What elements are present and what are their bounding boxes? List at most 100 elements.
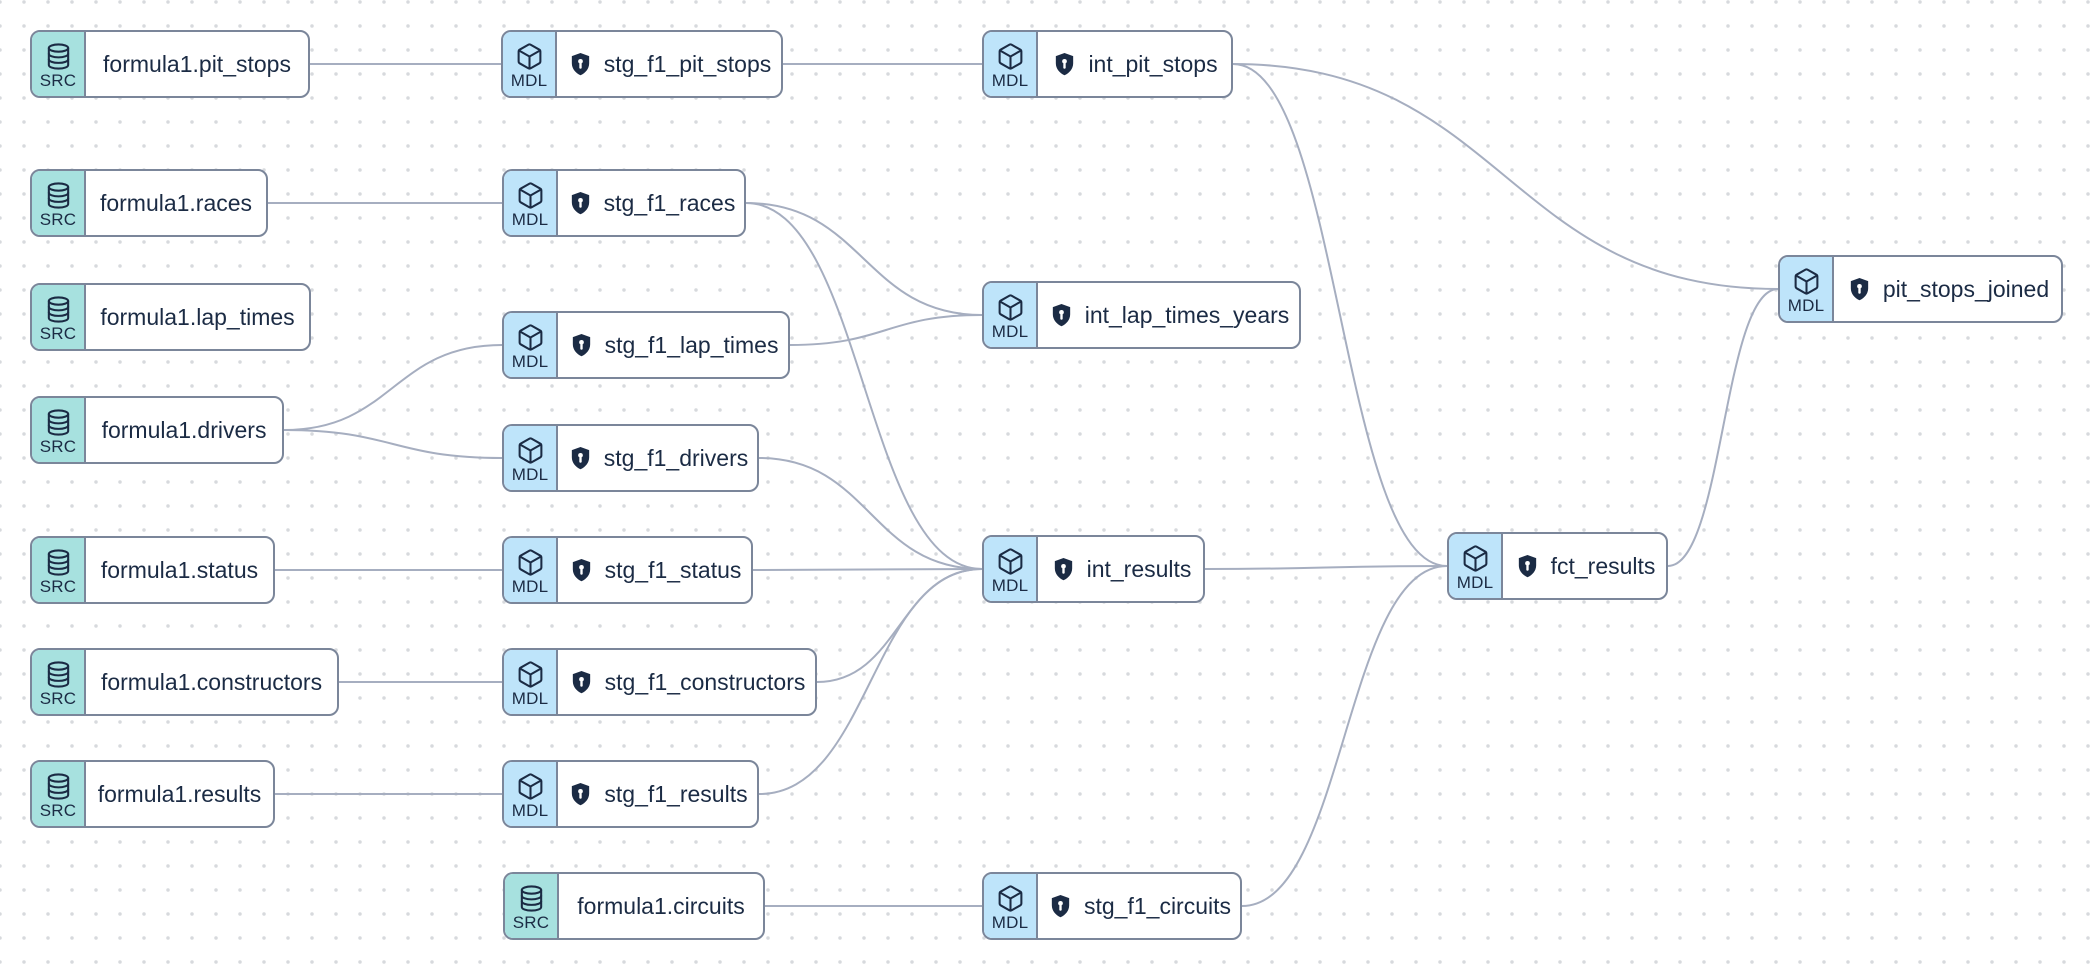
node-type-badge: SRC: [32, 285, 86, 349]
cube-icon: [1792, 267, 1821, 296]
edge-int_pit_stops-to-fct_results: [1232, 63, 1448, 567]
node-type-label: MDL: [511, 576, 549, 596]
node-body: stg_f1_circuits: [1038, 874, 1240, 938]
node-body: formula1.lap_times: [86, 285, 309, 349]
node-formula1.circuits[interactable]: SRC formula1.circuits: [503, 872, 765, 940]
shield-icon: [568, 332, 595, 359]
node-type-label: MDL: [991, 321, 1029, 341]
edge-stg_f1_lap_times-to-int_lap_times_years: [789, 314, 983, 346]
node-formula1.races[interactable]: SRC formula1.races: [30, 169, 268, 237]
shield-icon: [1047, 893, 1074, 920]
edge-stg_f1_races-to-int_lap_times_years: [745, 202, 983, 316]
database-icon: [44, 295, 73, 324]
node-type-label: SRC: [39, 688, 77, 708]
node-fct_results[interactable]: MDL fct_results: [1447, 532, 1668, 600]
node-type-label: MDL: [1787, 295, 1825, 315]
edge-stg_f1_circuits-to-fct_results: [1241, 565, 1448, 907]
node-type-badge: MDL: [984, 537, 1038, 601]
node-stg_f1_pit_stops[interactable]: MDL stg_f1_pit_stops: [501, 30, 783, 98]
node-body: formula1.circuits: [559, 874, 763, 938]
shield-icon: [1846, 276, 1873, 303]
node-body: stg_f1_results: [558, 762, 757, 826]
node-body: stg_f1_drivers: [558, 426, 757, 490]
node-type-badge: MDL: [1449, 534, 1503, 598]
shield-icon: [1048, 302, 1075, 329]
cube-icon: [516, 181, 545, 210]
cube-icon: [515, 42, 544, 71]
node-stg_f1_constructors[interactable]: MDL stg_f1_constructors: [502, 648, 817, 716]
node-label: formula1.drivers: [101, 416, 267, 443]
node-type-label: MDL: [991, 575, 1029, 595]
edge-stg_f1_races-to-int_results: [745, 202, 983, 570]
node-pit_stops_joined[interactable]: MDL pit_stops_joined: [1778, 255, 2063, 323]
edge-fct_results-to-pit_stops_joined: [1667, 288, 1779, 567]
node-label: formula1.status: [100, 556, 259, 583]
node-int_lap_times_years[interactable]: MDL int_lap_times_years: [982, 281, 1301, 349]
node-body: stg_f1_pit_stops: [557, 32, 781, 96]
node-body: stg_f1_lap_times: [558, 313, 788, 377]
node-type-badge: MDL: [503, 32, 557, 96]
node-formula1.drivers[interactable]: SRC formula1.drivers: [30, 396, 284, 464]
node-type-label: MDL: [510, 70, 548, 90]
node-body: formula1.results: [86, 762, 273, 826]
node-int_results[interactable]: MDL int_results: [982, 535, 1205, 603]
node-formula1.constructors[interactable]: SRC formula1.constructors: [30, 648, 339, 716]
node-label: stg_f1_circuits: [1084, 892, 1232, 919]
node-body: int_results: [1038, 537, 1203, 601]
node-type-label: SRC: [39, 576, 77, 596]
cube-icon: [516, 436, 545, 465]
node-stg_f1_circuits[interactable]: MDL stg_f1_circuits: [982, 872, 1242, 940]
node-type-label: SRC: [39, 70, 77, 90]
node-int_pit_stops[interactable]: MDL int_pit_stops: [982, 30, 1233, 98]
node-type-label: MDL: [991, 70, 1029, 90]
node-formula1.status[interactable]: SRC formula1.status: [30, 536, 275, 604]
node-type-label: MDL: [511, 688, 549, 708]
cube-icon: [1461, 544, 1490, 573]
node-type-label: SRC: [39, 800, 77, 820]
cube-icon: [516, 548, 545, 577]
node-body: formula1.constructors: [86, 650, 337, 714]
node-label: int_results: [1086, 555, 1192, 582]
node-body: formula1.drivers: [86, 398, 282, 462]
node-stg_f1_results[interactable]: MDL stg_f1_results: [502, 760, 759, 828]
edge-stg_f1_drivers-to-int_results: [758, 457, 983, 570]
node-stg_f1_status[interactable]: MDL stg_f1_status: [502, 536, 753, 604]
node-type-badge: SRC: [32, 32, 86, 96]
database-icon: [44, 408, 73, 437]
node-stg_f1_lap_times[interactable]: MDL stg_f1_lap_times: [502, 311, 790, 379]
node-type-badge: MDL: [504, 313, 558, 377]
node-label: fct_results: [1550, 552, 1656, 579]
database-icon: [44, 42, 73, 71]
node-stg_f1_drivers[interactable]: MDL stg_f1_drivers: [502, 424, 759, 492]
database-icon: [517, 884, 546, 913]
node-label: formula1.constructors: [100, 668, 323, 695]
node-label: stg_f1_lap_times: [604, 331, 779, 358]
node-label: stg_f1_status: [604, 556, 742, 583]
node-formula1.lap_times[interactable]: SRC formula1.lap_times: [30, 283, 311, 351]
node-body: formula1.races: [86, 171, 266, 235]
node-type-badge: MDL: [1780, 257, 1834, 321]
node-body: stg_f1_constructors: [558, 650, 815, 714]
shield-icon: [567, 445, 594, 472]
node-type-badge: MDL: [504, 762, 558, 826]
node-type-label: MDL: [511, 464, 549, 484]
node-type-badge: SRC: [32, 762, 86, 826]
shield-icon: [567, 781, 594, 808]
node-type-badge: SRC: [32, 650, 86, 714]
cube-icon: [996, 293, 1025, 322]
cube-icon: [996, 42, 1025, 71]
node-formula1.results[interactable]: SRC formula1.results: [30, 760, 275, 828]
node-label: pit_stops_joined: [1882, 275, 2050, 302]
node-label: formula1.results: [97, 780, 262, 807]
cube-icon: [996, 884, 1025, 913]
node-formula1.pit_stops[interactable]: SRC formula1.pit_stops: [30, 30, 310, 98]
shield-icon: [567, 190, 594, 217]
node-type-label: SRC: [39, 436, 77, 456]
node-body: formula1.pit_stops: [86, 32, 308, 96]
shield-icon: [568, 557, 595, 584]
node-stg_f1_races[interactable]: MDL stg_f1_races: [502, 169, 746, 237]
cube-icon: [516, 323, 545, 352]
node-label: int_lap_times_years: [1084, 301, 1290, 328]
node-body: formula1.status: [86, 538, 273, 602]
